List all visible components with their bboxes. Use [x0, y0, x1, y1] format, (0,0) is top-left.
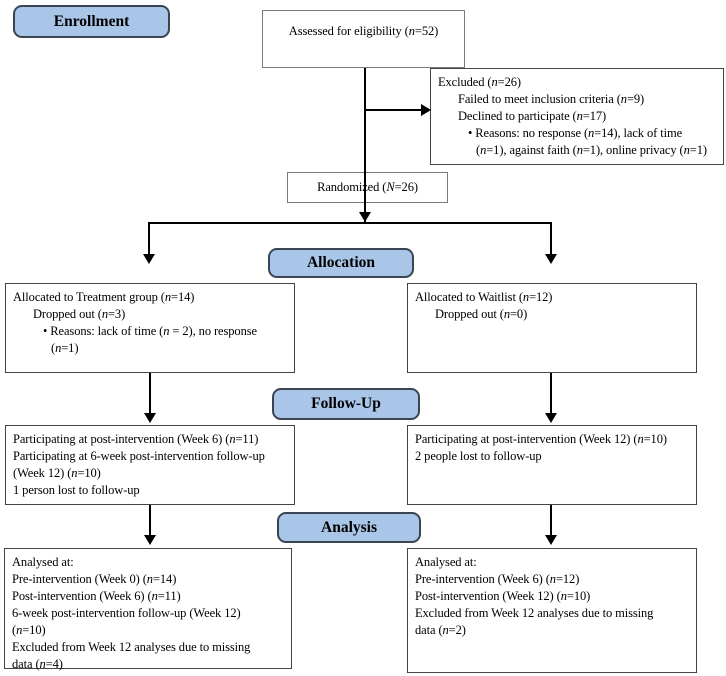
box-line: Allocated to Waitlist (n=12)	[415, 290, 553, 304]
box-line: Excluded from Week 12 analyses due to mi…	[12, 640, 251, 654]
analysis-treatment-box: Analysed at: Pre-intervention (Week 0) (n…	[4, 548, 292, 671]
box-line: Post-intervention (Week 12) (n=10)	[415, 589, 591, 603]
connector-treatment-to-analysis	[149, 505, 151, 536]
stage-label-enrollment: Enrollment	[13, 5, 170, 38]
box-line: Analysed at:	[415, 555, 477, 569]
box-line: (n=10)	[12, 623, 46, 637]
box-line: Pre-intervention (Week 0) (n=14)	[12, 572, 177, 586]
connector-waitlist-to-analysis	[550, 505, 552, 536]
analysis-waitlist-box: Analysed at: Pre-intervention (Week 6) (n…	[407, 548, 697, 673]
box-line: Assessed for eligibility (n=52)	[288, 24, 439, 38]
box-line: Failed to meet inclusion criteria (n=9)	[458, 92, 645, 106]
box-line: Dropped out (n=0)	[435, 307, 528, 321]
box-line: data (n=2)	[415, 623, 466, 637]
assessed-eligibility-box: Assessed for eligibility (n=52)	[262, 10, 465, 68]
box-line: (n=1)	[51, 341, 79, 355]
box-line: • Reasons: no response (n=14), lack of t…	[468, 126, 683, 140]
stage-label-analysis: Analysis	[277, 512, 421, 543]
allocated-waitlist-box: Allocated to Waitlist (n=12) Dropped out …	[407, 283, 697, 373]
box-line: Excluded from Week 12 analyses due to mi…	[415, 606, 654, 620]
box-line: Dropped out (n=3)	[33, 307, 126, 321]
box-line: 1 person lost to follow-up	[13, 483, 140, 497]
connector-split-horizontal	[148, 222, 552, 224]
stage-label-followup: Follow-Up	[272, 388, 420, 420]
arrowhead-followup-waitlist	[545, 413, 557, 423]
box-line: 2 people lost to follow-up	[415, 449, 542, 463]
allocated-treatment-box: Allocated to Treatment group (n=14) Dropp…	[5, 283, 295, 373]
box-line: data (n=4)	[12, 657, 63, 671]
connector-treatment-to-followup	[149, 373, 151, 414]
connector-waitlist-to-followup	[550, 373, 552, 414]
excluded-box: Excluded (n=26) Failed to meet inclusion …	[430, 68, 724, 165]
box-line: Allocated to Treatment group (n=14)	[13, 290, 195, 304]
box-line: Participating at post-intervention (Week…	[415, 432, 667, 446]
box-line: • Reasons: lack of time (n = 2), no resp…	[43, 324, 257, 338]
randomized-box: Randomized (N=26)	[287, 172, 448, 203]
arrowhead-allocated-waitlist	[545, 254, 557, 264]
box-line: Declined to participate (n=17)	[458, 109, 607, 123]
box-line: 6-week post-intervention follow-up (Week…	[12, 606, 241, 620]
arrowhead-allocated-treatment	[143, 254, 155, 264]
box-line: Participating at post-intervention (Week…	[13, 432, 259, 446]
arrowhead-analysis-treatment	[144, 535, 156, 545]
box-line: Excluded (n=26)	[438, 75, 521, 89]
connector-split-left-drop	[148, 222, 150, 255]
followup-treatment-box: Participating at post-intervention (Week…	[5, 425, 295, 505]
connector-split-right-drop	[550, 222, 552, 255]
arrowhead-split-center	[359, 212, 371, 222]
box-line: Analysed at:	[12, 555, 74, 569]
connector-to-excluded	[365, 109, 421, 111]
stage-label-allocation: Allocation	[268, 248, 414, 278]
arrowhead-followup-treatment	[144, 413, 156, 423]
box-line: Pre-intervention (Week 6) (n=12)	[415, 572, 580, 586]
box-line: Participating at 6-week post-interventio…	[13, 449, 265, 463]
box-line: Randomized (N=26)	[317, 180, 418, 194]
box-line: (Week 12) (n=10)	[13, 466, 101, 480]
box-line: Post-intervention (Week 6) (n=11)	[12, 589, 181, 603]
arrowhead-excluded	[421, 104, 431, 116]
arrowhead-analysis-waitlist	[545, 535, 557, 545]
followup-waitlist-box: Participating at post-intervention (Week…	[407, 425, 697, 505]
connector-assessed-to-split	[364, 68, 366, 222]
box-line: (n=1), against faith (n=1), online priva…	[476, 143, 707, 157]
